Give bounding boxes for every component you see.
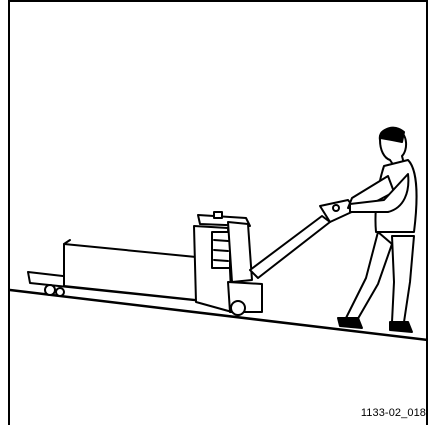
fork-wheel xyxy=(56,288,64,296)
load-box xyxy=(64,244,196,300)
fork-wheel xyxy=(45,285,55,295)
truck-column xyxy=(228,222,252,282)
operator-leg-back xyxy=(346,232,392,322)
drive-wheel xyxy=(231,301,245,315)
operator-shoe xyxy=(390,322,412,332)
key-switch xyxy=(214,212,222,218)
tiller-arm xyxy=(250,216,330,278)
figure-id-label: 1133-02_018 xyxy=(361,407,426,419)
operator-shoe xyxy=(338,318,362,328)
operator-leg-front xyxy=(392,236,414,322)
